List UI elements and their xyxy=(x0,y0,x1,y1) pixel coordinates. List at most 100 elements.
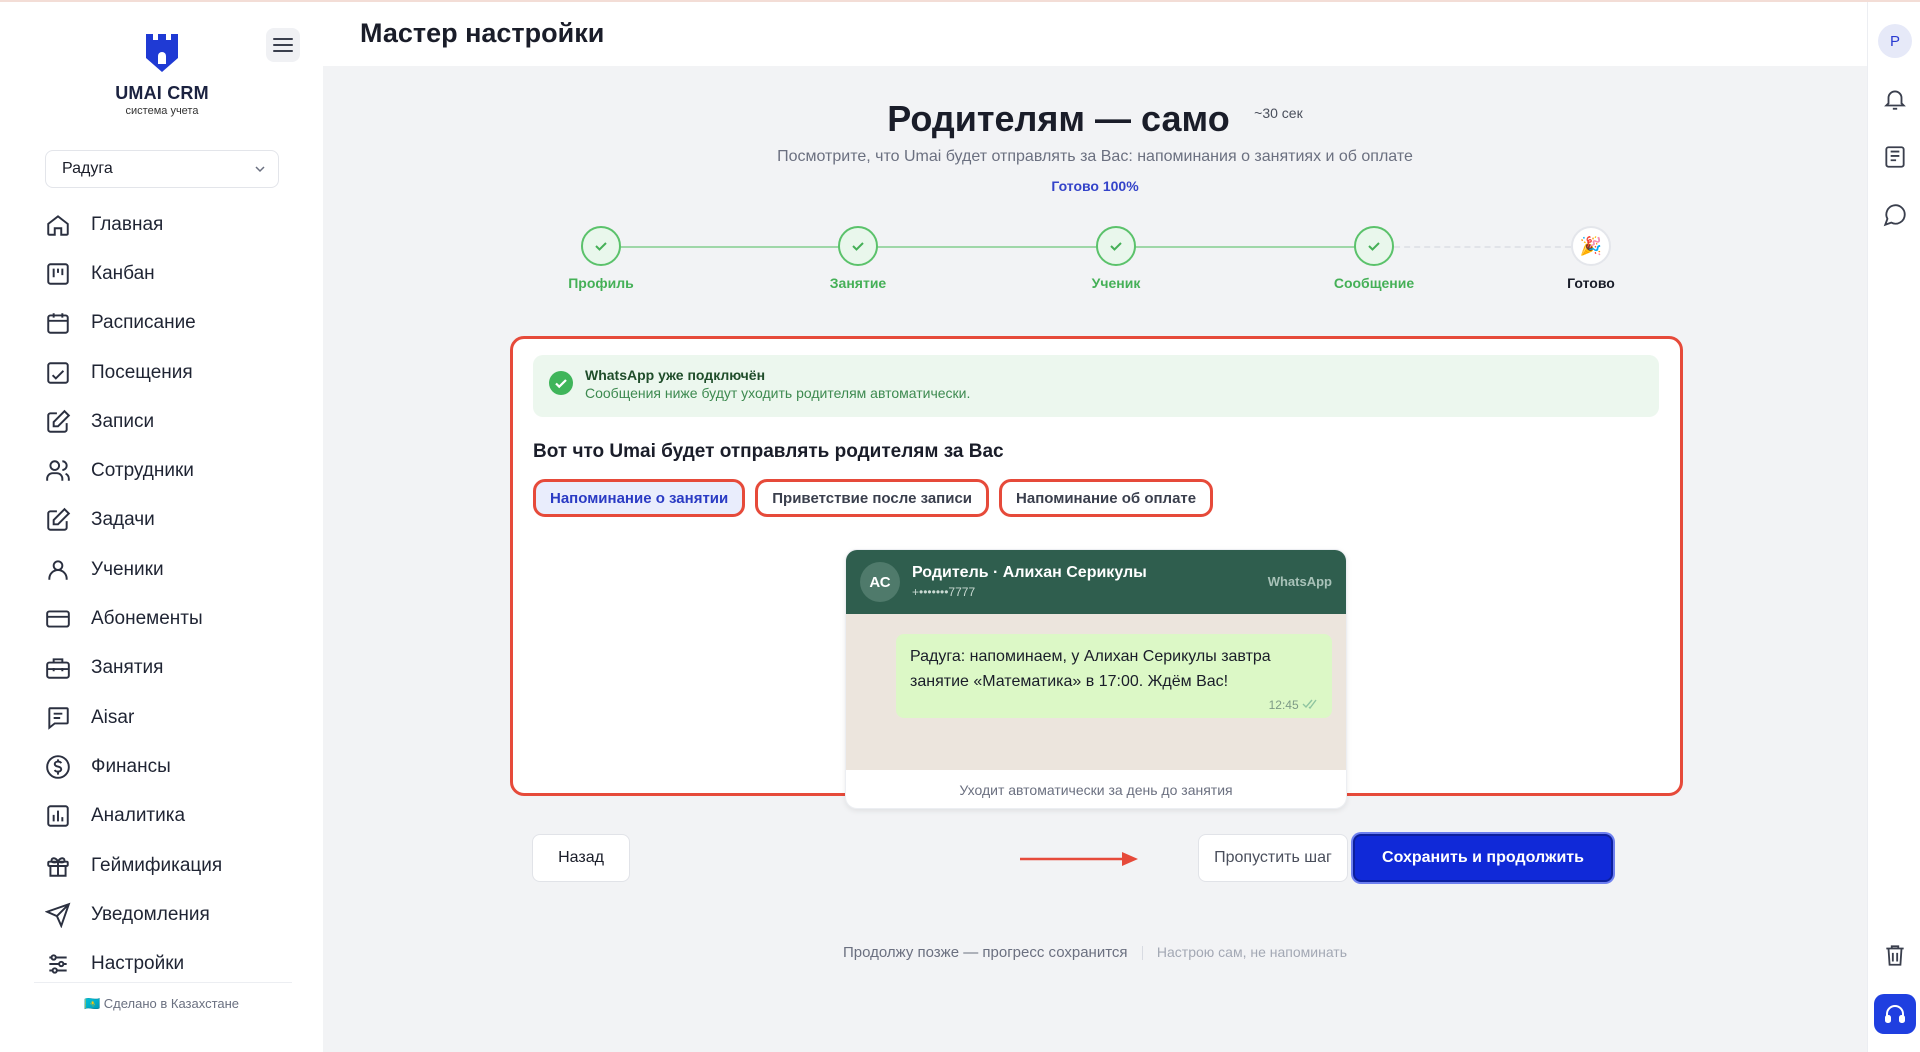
message-time-row: 12:45 xyxy=(1269,698,1320,712)
step-done[interactable]: 🎉 Готово xyxy=(1536,226,1646,291)
sidebar-item-label: Занятия xyxy=(91,657,164,679)
send-timing-note: Уходит автоматически за день до занятия xyxy=(846,770,1346,808)
tab-lesson-reminder[interactable]: Напоминание о занятии xyxy=(533,479,746,517)
branch-select[interactable]: Радуга xyxy=(45,150,279,188)
step-heading: Родителям — само xyxy=(887,98,1230,139)
sidebar-item-label: Финансы xyxy=(91,755,171,777)
message-time: 12:45 xyxy=(1268,698,1299,712)
bell-icon[interactable] xyxy=(1882,86,1908,112)
menu-toggle-button[interactable] xyxy=(266,28,300,62)
sidebar-item-analytics[interactable]: Аналитика xyxy=(45,792,295,841)
sidebar-item-home[interactable]: Главная xyxy=(45,200,295,249)
tab-payment-reminder[interactable]: Напоминание об оплате xyxy=(999,479,1214,517)
sidebar-item-gamification[interactable]: Геймификация xyxy=(45,841,295,890)
sidebar-item-schedule[interactable]: Расписание xyxy=(45,299,295,348)
card-icon xyxy=(46,610,70,628)
gift-icon xyxy=(47,856,69,877)
branch-select-value: Радуга xyxy=(62,160,113,177)
newspaper-icon[interactable] xyxy=(1882,144,1908,170)
tasks-icon xyxy=(47,508,71,532)
contact-phone: +•••••••7777 xyxy=(912,585,976,599)
sliders-icon xyxy=(49,954,67,974)
step-label: Занятие xyxy=(829,275,887,291)
sidebar-item-label: Aisar xyxy=(91,706,135,728)
save-continue-button[interactable]: Сохранить и продолжить xyxy=(1353,834,1613,882)
sidebar-divider xyxy=(34,982,292,983)
progress-label: Готово 100% xyxy=(1051,178,1139,194)
dismiss-reminder-link[interactable]: Настрою сам, не напоминать xyxy=(1156,944,1348,960)
step-label: Профиль xyxy=(568,275,634,291)
sidebar-item-settings[interactable]: Настройки xyxy=(45,939,295,988)
trash-icon[interactable] xyxy=(1882,942,1908,968)
app-tagline: система учета xyxy=(125,105,199,117)
tab-welcome-after-signup[interactable]: Приветствие после записи xyxy=(755,479,990,517)
check-icon xyxy=(1368,242,1380,251)
message-type-tabs: Напоминание о занятии Приветствие после … xyxy=(533,479,1214,517)
sidebar-item-kanban[interactable]: Канбан xyxy=(45,249,295,298)
sidebar-item-label: Записи xyxy=(91,410,155,432)
step-subtitle: Посмотрите, что Umai будет отправлять за… xyxy=(777,148,1413,165)
hamburger-icon xyxy=(273,38,293,52)
user-icon xyxy=(48,560,68,580)
party-icon: 🎉 xyxy=(1571,226,1611,266)
send-icon xyxy=(45,902,71,928)
sidebar-item-records[interactable]: Записи xyxy=(45,397,295,446)
logo[interactable]: UMAI CRM система учета xyxy=(108,32,216,117)
step-title: Родителям — само ~30 сек xyxy=(323,98,1867,140)
sidebar-item-label: Канбан xyxy=(91,262,155,284)
sidebar-item-label: Геймификация xyxy=(91,854,223,876)
step-done-circle xyxy=(838,226,878,266)
chart-icon xyxy=(47,805,69,827)
app-name: UMAI CRM xyxy=(115,83,209,103)
support-button[interactable] xyxy=(1874,994,1916,1034)
chat-area: Радуга: напоминаем, у Алихан Серикулы за… xyxy=(846,614,1346,770)
chat-icon xyxy=(48,706,69,730)
step-lesson[interactable]: Занятие xyxy=(803,226,913,291)
sidebar-item-aisar[interactable]: Aisar xyxy=(45,693,295,742)
contact-name: Родитель · Алихан Серикулы xyxy=(912,564,1147,581)
banner-title: WhatsApp уже подключён xyxy=(585,367,766,383)
continue-later-link[interactable]: Продолжу позже — прогресс сохранится xyxy=(842,944,1128,961)
arrow-right-icon xyxy=(1020,852,1138,866)
step-student[interactable]: Ученик xyxy=(1061,226,1171,291)
sidebar-item-tasks[interactable]: Задачи xyxy=(45,496,295,545)
whatsapp-connected-banner: WhatsApp уже подключён Сообщения ниже бу… xyxy=(533,355,1659,417)
calendar-icon xyxy=(47,313,69,334)
sidebar-item-finance[interactable]: Финансы xyxy=(45,742,295,791)
users-icon xyxy=(46,460,70,481)
top-header: Мастер настройки xyxy=(323,2,1867,66)
sidebar-item-subscriptions[interactable]: Абонементы xyxy=(45,594,295,643)
back-button[interactable]: Назад xyxy=(532,834,630,882)
sidebar-item-students[interactable]: Ученики xyxy=(45,545,295,594)
sidebar-item-staff[interactable]: Сотрудники xyxy=(45,446,295,495)
check-circle-icon xyxy=(549,371,573,395)
comment-icon[interactable] xyxy=(1882,202,1908,228)
sidebar-item-label: Ученики xyxy=(91,558,164,580)
sidebar-item-label: Расписание xyxy=(91,312,196,334)
stepper-progress-line xyxy=(601,246,1374,248)
message-preview-card: WhatsApp уже подключён Сообщения ниже бу… xyxy=(510,336,1683,882)
wizard-stepper: Профиль Занятие Ученик Сообщение 🎉 Готов… xyxy=(568,226,1615,306)
step-message[interactable]: Сообщение xyxy=(1319,226,1429,291)
sidebar-item-label: Главная xyxy=(91,213,164,235)
banner-text: Сообщения ниже будут уходить родителям а… xyxy=(585,385,971,401)
sidebar-item-label: Настройки xyxy=(91,953,185,975)
page-title: Мастер настройки xyxy=(360,18,605,48)
attendance-icon xyxy=(47,361,69,384)
sidebar-item-attendance[interactable]: Посещения xyxy=(45,348,295,397)
sidebar-item-label: Уведомления xyxy=(91,903,210,925)
skip-step-button[interactable]: Пропустить шаг xyxy=(1198,834,1348,882)
home-icon xyxy=(47,214,69,236)
step-profile[interactable]: Профиль xyxy=(546,226,656,291)
sidebar-nav: Главная Канбан Расписание Посещения Запи… xyxy=(45,200,295,989)
sidebar-item-notifications[interactable]: Уведомления xyxy=(45,890,295,939)
avatar[interactable]: P xyxy=(1878,24,1912,58)
sidebar-item-label: Задачи xyxy=(91,509,155,531)
step-done-circle xyxy=(581,226,621,266)
footer-separator xyxy=(1141,946,1143,961)
sidebar-item-lessons[interactable]: Занятия xyxy=(45,644,295,693)
dollar-icon xyxy=(46,755,70,779)
check-icon xyxy=(852,242,864,251)
card-heading: Вот что Umai будет отправлять родителям … xyxy=(533,441,1004,462)
footer-links: Продолжу позже — прогресс сохранится Нас… xyxy=(323,944,1867,961)
